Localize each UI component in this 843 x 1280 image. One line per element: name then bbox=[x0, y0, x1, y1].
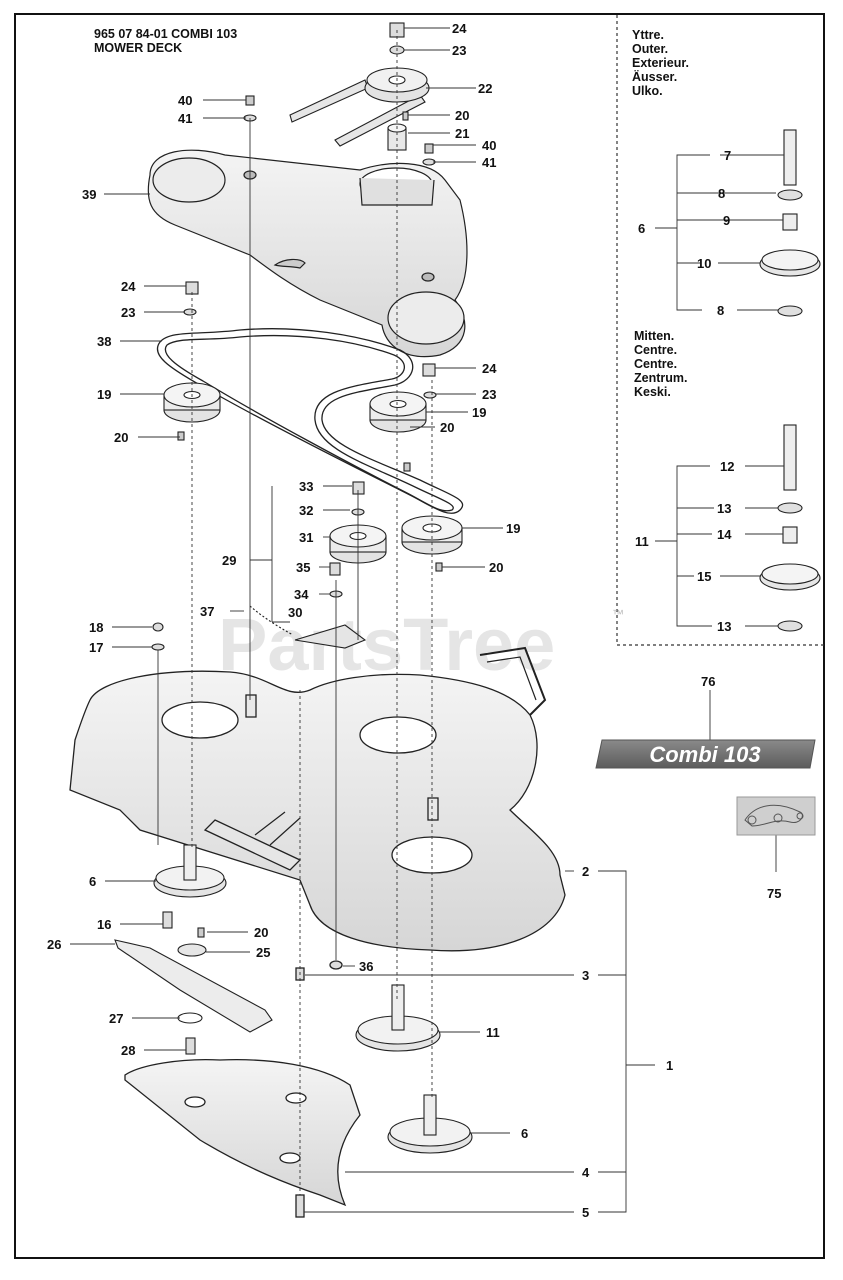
callout-label: 19 bbox=[472, 405, 486, 420]
leader-lines bbox=[70, 27, 784, 1213]
model-badge-text: Combi 103 bbox=[649, 742, 760, 767]
spindle-centre bbox=[355, 984, 441, 1052]
legend-centre-item: Centre. bbox=[634, 357, 678, 371]
callout-label: 8 bbox=[717, 303, 724, 318]
callout-label: 14 bbox=[717, 527, 732, 542]
callout-label: 23 bbox=[121, 305, 135, 320]
callout-label: 21 bbox=[455, 126, 469, 141]
diagram-title: MOWER DECK bbox=[94, 41, 183, 55]
callout-label: 16 bbox=[97, 917, 111, 932]
legend-centre-item: Centre. bbox=[634, 343, 678, 357]
callout-label: 25 bbox=[256, 945, 270, 960]
callout-label: 40 bbox=[482, 138, 496, 153]
diagram-border bbox=[14, 13, 825, 1259]
legend-outer-item: Exterieur. bbox=[632, 56, 689, 70]
legend-outer-item: Outer. bbox=[632, 42, 669, 56]
callout-label: 40 bbox=[178, 93, 192, 108]
model-badge: Combi 103 bbox=[595, 739, 816, 769]
belt-decal bbox=[736, 796, 816, 836]
callout-label: 22 bbox=[478, 81, 492, 96]
legend-centre-item: Zentrum. bbox=[634, 371, 688, 385]
v-belt bbox=[156, 328, 464, 514]
callout-label: 20 bbox=[440, 420, 454, 435]
callout-label: 4 bbox=[582, 1165, 590, 1180]
callout-label: 11 bbox=[635, 534, 649, 549]
callout-label: 27 bbox=[109, 1011, 123, 1026]
callout-label: 24 bbox=[452, 21, 467, 36]
callout-label: 11 bbox=[486, 1025, 500, 1040]
callout-label: 20 bbox=[455, 108, 469, 123]
callout-label: 26 bbox=[47, 937, 61, 952]
callout-label: 41 bbox=[178, 111, 192, 126]
legend-centre: Mitten. Centre. Centre. Zentrum. Keski. bbox=[634, 329, 687, 399]
callout-label: 3 bbox=[582, 968, 589, 983]
callout-label: 23 bbox=[482, 387, 496, 402]
callout-label: 9 bbox=[723, 213, 730, 228]
callout-label: 20 bbox=[489, 560, 503, 575]
callout-label: 5 bbox=[582, 1205, 589, 1220]
trademark-symbol: ™ bbox=[612, 607, 624, 621]
legend-centre-item: Mitten. bbox=[634, 329, 675, 343]
callout-label: 13 bbox=[717, 501, 731, 516]
callout-label: 30 bbox=[288, 605, 302, 620]
callout-label: 24 bbox=[482, 361, 497, 376]
legend-outer-item: Ulko. bbox=[632, 84, 663, 98]
callout-label: 36 bbox=[359, 959, 373, 974]
callout-label: 7 bbox=[724, 148, 731, 163]
callout-label: 15 bbox=[697, 569, 711, 584]
watermark-text: PartsTree bbox=[218, 603, 555, 686]
inset-spindle-outer bbox=[759, 129, 821, 317]
callout-label: 41 bbox=[482, 155, 496, 170]
callout-label: 29 bbox=[222, 553, 236, 568]
callout-label: 75 bbox=[767, 886, 781, 901]
legend-outer-item: Äusser. bbox=[632, 70, 678, 84]
mower-deck bbox=[69, 646, 566, 981]
callout-label: 20 bbox=[114, 430, 128, 445]
callout-label: 1 bbox=[666, 1058, 673, 1073]
inset-divider bbox=[616, 15, 825, 646]
callout-label: 19 bbox=[506, 521, 520, 536]
top-pulley bbox=[243, 22, 436, 166]
callout-label: 33 bbox=[299, 479, 313, 494]
legend-centre-item: Keski. bbox=[634, 385, 671, 399]
callout-label: 38 bbox=[97, 334, 111, 349]
diagram-header: 965 07 84-01 COMBI 103 MOWER DECK bbox=[94, 27, 237, 55]
callout-label: 10 bbox=[697, 256, 711, 271]
callout-label: 19 bbox=[97, 387, 111, 402]
blade-assembly bbox=[114, 844, 273, 1055]
callout-label: 39 bbox=[82, 187, 96, 202]
callout-label: 6 bbox=[521, 1126, 528, 1141]
legend-outer: Yttre. Outer. Exterieur. Äusser. Ulko. bbox=[632, 28, 689, 98]
deflector-plate bbox=[124, 1059, 361, 1218]
callout-label: 32 bbox=[299, 503, 313, 518]
callout-label: 24 bbox=[121, 279, 136, 294]
callout-label: 31 bbox=[299, 530, 313, 545]
callout-label: 20 bbox=[254, 925, 268, 940]
part-number-line: 965 07 84-01 COMBI 103 bbox=[94, 27, 238, 41]
spindle-right bbox=[387, 1094, 473, 1154]
callout-label: 6 bbox=[89, 874, 96, 889]
callout-label: 13 bbox=[717, 619, 731, 634]
callout-label: 37 bbox=[200, 604, 214, 619]
callout-label: 18 bbox=[89, 620, 103, 635]
callout-label: 28 bbox=[121, 1043, 135, 1058]
inset-spindle-centre bbox=[759, 424, 821, 632]
callout-labels: 24 23 22 40 41 20 21 40 41 39 24 23 38 2… bbox=[47, 21, 781, 1220]
callout-label: 35 bbox=[296, 560, 310, 575]
callout-label: 2 bbox=[582, 864, 589, 879]
callout-label: 12 bbox=[720, 459, 734, 474]
pulley-centre bbox=[369, 363, 437, 472]
callout-label: 17 bbox=[89, 640, 103, 655]
callout-label: 23 bbox=[452, 43, 466, 58]
callout-label: 6 bbox=[638, 221, 645, 236]
belt-cover bbox=[147, 149, 468, 358]
legend-outer-item: Yttre. bbox=[632, 28, 664, 42]
callout-label: 8 bbox=[718, 186, 725, 201]
callout-label: 76 bbox=[701, 674, 715, 689]
callout-label: 34 bbox=[294, 587, 309, 602]
